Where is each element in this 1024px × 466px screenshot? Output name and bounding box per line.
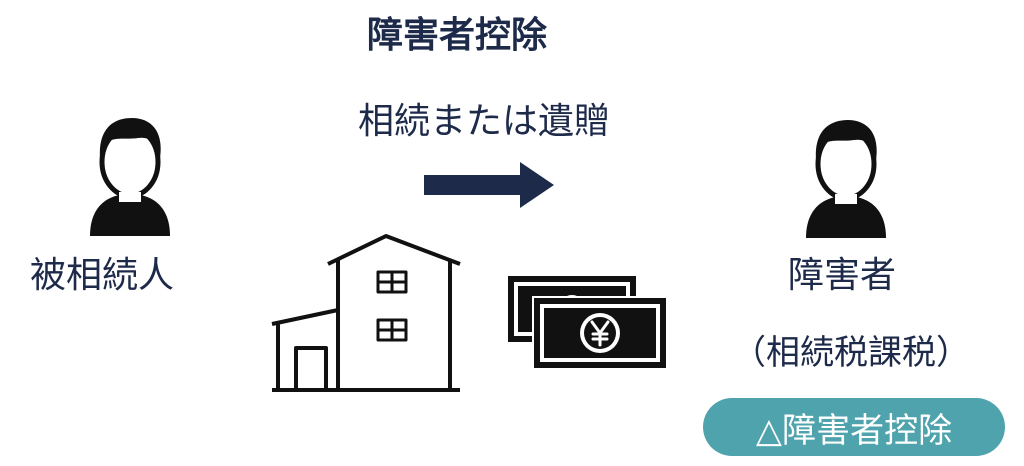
house-icon (271, 234, 461, 392)
inheritance-tax-note: （相続税課税） (732, 333, 970, 373)
deduction-badge: △障害者控除 (703, 398, 1005, 456)
transfer-label: 相続または遺贈 (357, 101, 610, 142)
disabled-person-label: 障害者 (788, 255, 897, 296)
decedent-label: 被相続人 (30, 255, 175, 296)
decedent-person-icon (90, 118, 170, 236)
deduction-badge-label: △障害者控除 (755, 410, 953, 451)
yen-banknotes-icon (508, 276, 668, 370)
right-arrow-icon (424, 162, 554, 208)
disabled-person-icon (806, 120, 886, 238)
diagram-title: 障害者控除 (366, 15, 547, 56)
